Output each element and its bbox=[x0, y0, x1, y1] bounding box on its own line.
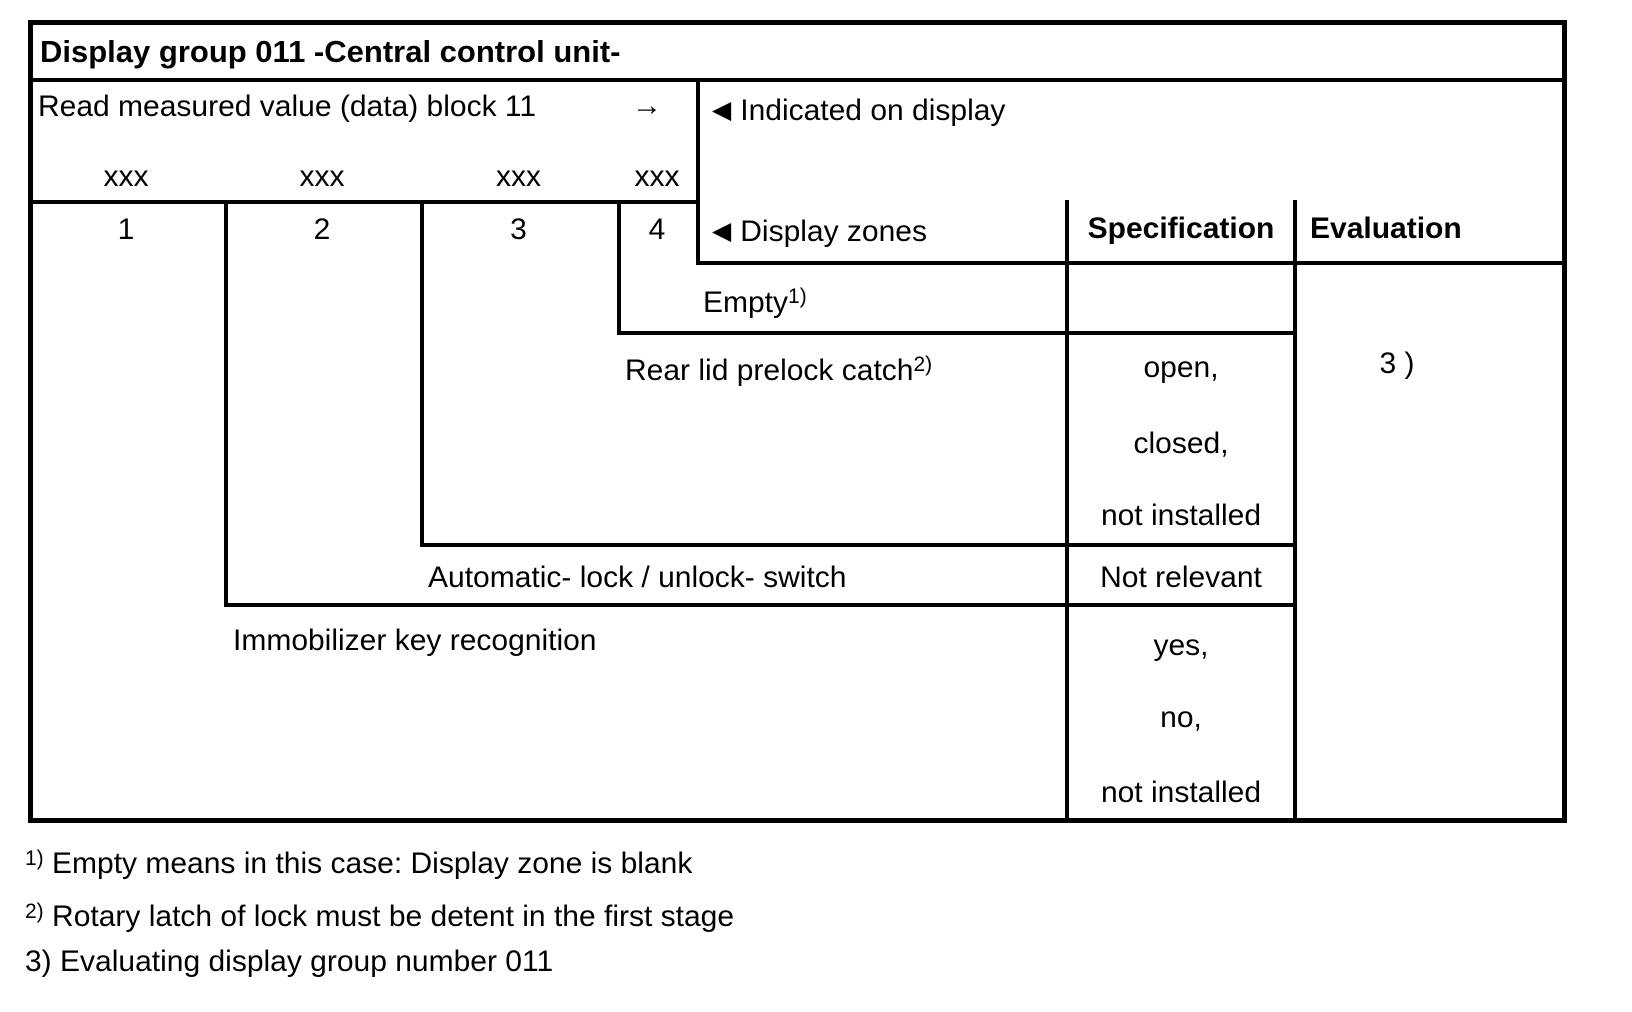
grid-line-zone3-zone4 bbox=[617, 200, 621, 335]
specification-value: closed, bbox=[1133, 427, 1229, 460]
specification-value: no, bbox=[1160, 701, 1202, 734]
display-value-placeholder: xxx bbox=[496, 160, 541, 193]
zone-number-2: 2 bbox=[313, 213, 331, 246]
specification-header: Specification bbox=[1087, 212, 1275, 245]
display-value-placeholder: xxx bbox=[634, 160, 680, 193]
specification-value: yes, bbox=[1153, 629, 1209, 662]
grid-line-under-title bbox=[28, 78, 1567, 82]
display-value-placeholder: xxx bbox=[103, 160, 149, 193]
footnote-text: Rotary latch of lock must be detent in t… bbox=[52, 900, 735, 933]
display-zones-text: Display zones bbox=[740, 215, 927, 248]
specification-value: Not relevant bbox=[1100, 561, 1262, 594]
zone-number-4: 4 bbox=[648, 213, 666, 246]
footnote-1: 1) Empty means in this case: Display zon… bbox=[25, 848, 692, 880]
grid-line-zone1-zone2 bbox=[224, 200, 228, 607]
indicated-on-display-label: ◀ Indicated on display bbox=[712, 95, 1005, 128]
grid-line-under-header-row bbox=[697, 261, 1567, 265]
grid-line-under-automatic-row bbox=[224, 603, 1297, 607]
grid-line-evaluation-left bbox=[1293, 200, 1297, 823]
display-zones-label: ◀ Display zones bbox=[712, 216, 927, 249]
indicated-on-display-text: Indicated on display bbox=[740, 94, 1006, 127]
grid-line-outer-bottom bbox=[28, 818, 1567, 823]
footnote-marker: 3) bbox=[25, 945, 52, 978]
footnote-text: Empty means in this case: Display zone i… bbox=[52, 847, 693, 880]
grid-line-display-box-left bbox=[696, 78, 700, 265]
row-description-zone2: Automatic- lock / unlock- switch bbox=[428, 561, 847, 594]
grid-line-under-empty-row bbox=[617, 331, 1297, 335]
footnote-3: 3) Evaluating display group number 011 bbox=[25, 946, 553, 978]
row-description-text: Empty bbox=[703, 286, 789, 319]
grid-line-under-xxx-row bbox=[28, 200, 700, 204]
row-description-zone3: Rear lid prelock catch2) bbox=[625, 353, 933, 387]
grid-line-outer-top bbox=[28, 20, 1567, 25]
grid-line-outer-right bbox=[1562, 20, 1567, 823]
zone-number-3: 3 bbox=[510, 213, 527, 246]
arrow-right-icon: → bbox=[632, 89, 662, 122]
evaluation-header: Evaluation bbox=[1310, 212, 1462, 245]
specification-value: open, bbox=[1143, 351, 1219, 384]
row-description-zone1: Immobilizer key recognition bbox=[233, 624, 597, 657]
footnote-ref-1: 1) bbox=[788, 285, 807, 308]
read-measured-value-label: Read measured value (data) block 11 bbox=[38, 90, 537, 123]
page-title: Display group 011 -Central control unit- bbox=[40, 34, 621, 69]
footnote-2: 2) Rotary latch of lock must be detent i… bbox=[25, 901, 734, 933]
arrow-left-icon: ◀ bbox=[712, 96, 732, 124]
zone-number-1: 1 bbox=[117, 213, 135, 246]
grid-line-outer-left bbox=[28, 20, 33, 823]
grid-line-under-rearlid-row bbox=[420, 543, 1297, 547]
grid-line-specification-left bbox=[1065, 200, 1069, 823]
row-description-zone4: Empty1) bbox=[703, 285, 807, 319]
specification-value: not installed bbox=[1100, 499, 1262, 532]
display-value-placeholder: xxx bbox=[299, 160, 345, 193]
footnote-marker: 2) bbox=[25, 900, 44, 923]
specification-value: not installed bbox=[1100, 776, 1262, 809]
grid-line-zone2-zone3 bbox=[420, 200, 424, 547]
footnote-ref-2: 2) bbox=[913, 353, 933, 376]
footnote-text: Evaluating display group number 011 bbox=[60, 945, 554, 978]
row-description-text: Rear lid prelock catch bbox=[625, 354, 914, 387]
footnote-marker: 1) bbox=[25, 847, 44, 870]
evaluation-value: 3 ) bbox=[1379, 347, 1415, 380]
arrow-left-icon: ◀ bbox=[712, 217, 732, 245]
